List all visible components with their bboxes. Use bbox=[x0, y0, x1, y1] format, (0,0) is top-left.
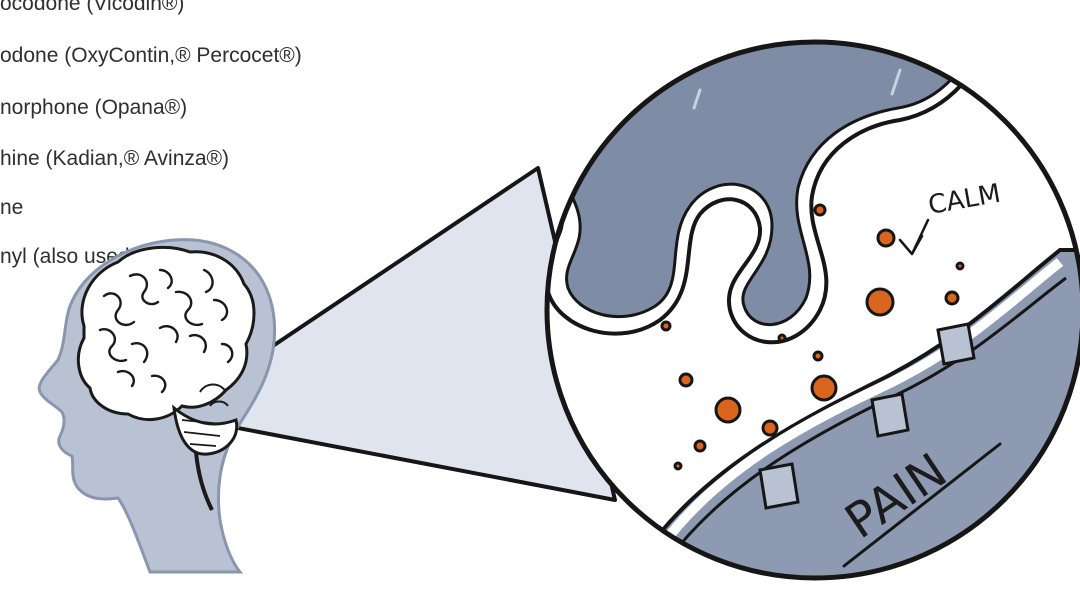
receptor-middle bbox=[872, 394, 908, 436]
receptor-right bbox=[938, 324, 974, 364]
synapse-magnified-view: CALM PAIN bbox=[520, 20, 1080, 595]
receptor-left bbox=[760, 464, 798, 508]
